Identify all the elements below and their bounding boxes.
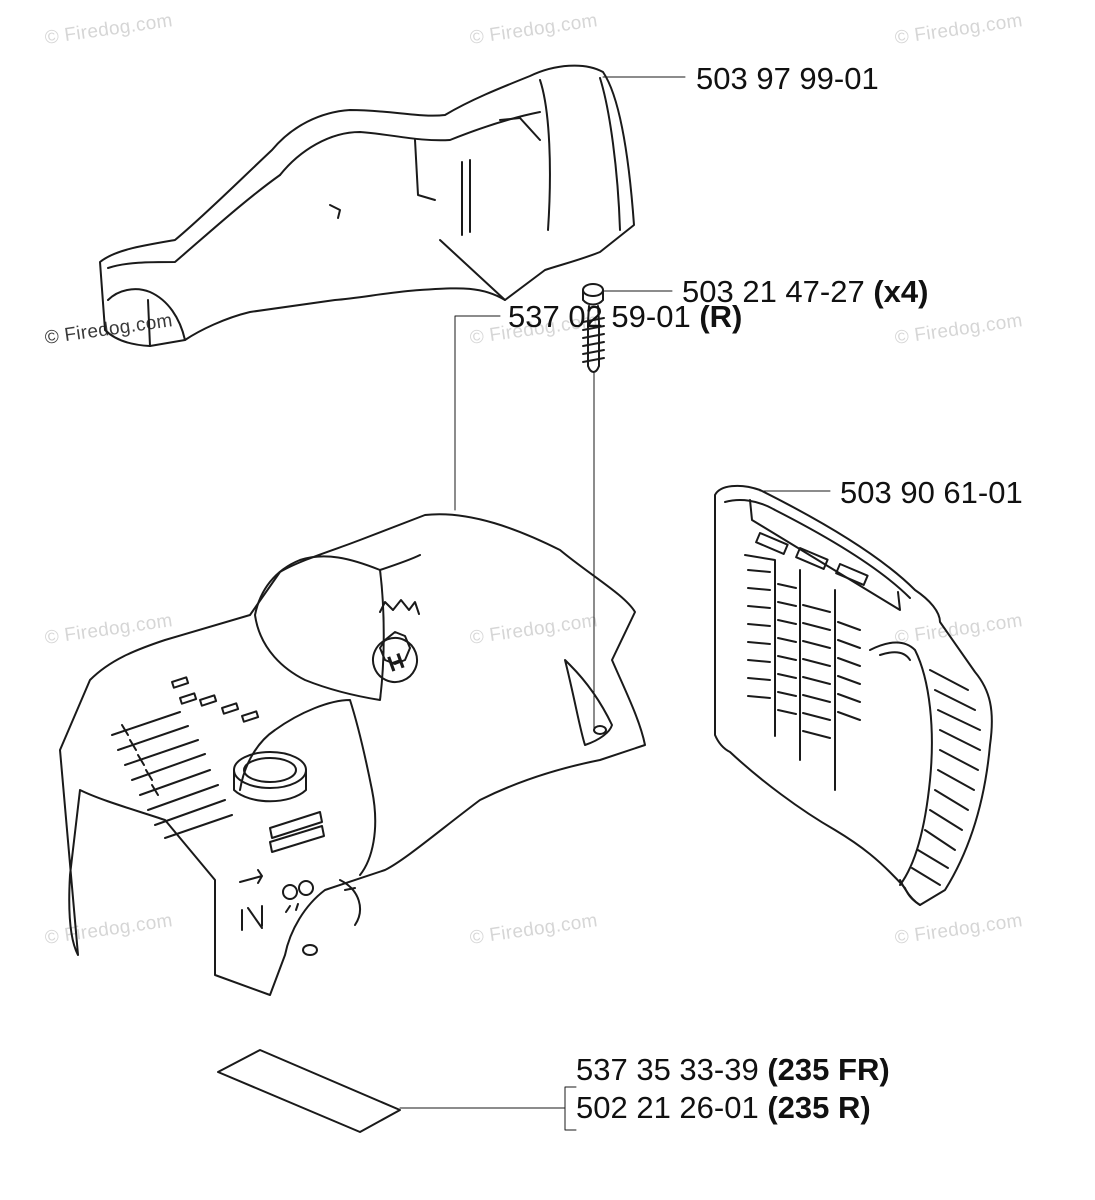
part-number: 503 21 47-27 [682,274,865,309]
part-suffix: (x4) [873,274,929,309]
part-label: 503 21 47-27 (x4) [682,275,928,309]
part-suffix: (R) [699,299,743,334]
part-label: 502 21 26-01 (235 R) [576,1091,871,1125]
part-number: 537 35 33-39 [576,1052,759,1087]
bracket [564,1086,577,1131]
part-number: 502 21 26-01 [576,1090,759,1125]
part-label: 537 35 33-39 (235 FR) [576,1053,890,1087]
decal-part [217,1049,401,1133]
part-suffix: (235 FR) [767,1052,890,1087]
part-label: 537 02 59-01 (R) [508,300,742,334]
leader-line [454,315,501,511]
part-suffix: (235 R) [767,1090,871,1125]
part-label: 503 97 99-01 [696,62,879,96]
top-cover-part [99,64,635,347]
part-label: 503 90 61-01 [840,476,1023,510]
part-number: 503 90 61-01 [840,475,1023,510]
part-number: 503 97 99-01 [696,61,879,96]
husqvarna-crown-logo [379,631,411,665]
grille-cover-part [714,484,993,906]
cylinder-cover-part [59,513,646,996]
part-number: 537 02 59-01 [508,299,691,334]
logo-letter: H [384,648,407,677]
